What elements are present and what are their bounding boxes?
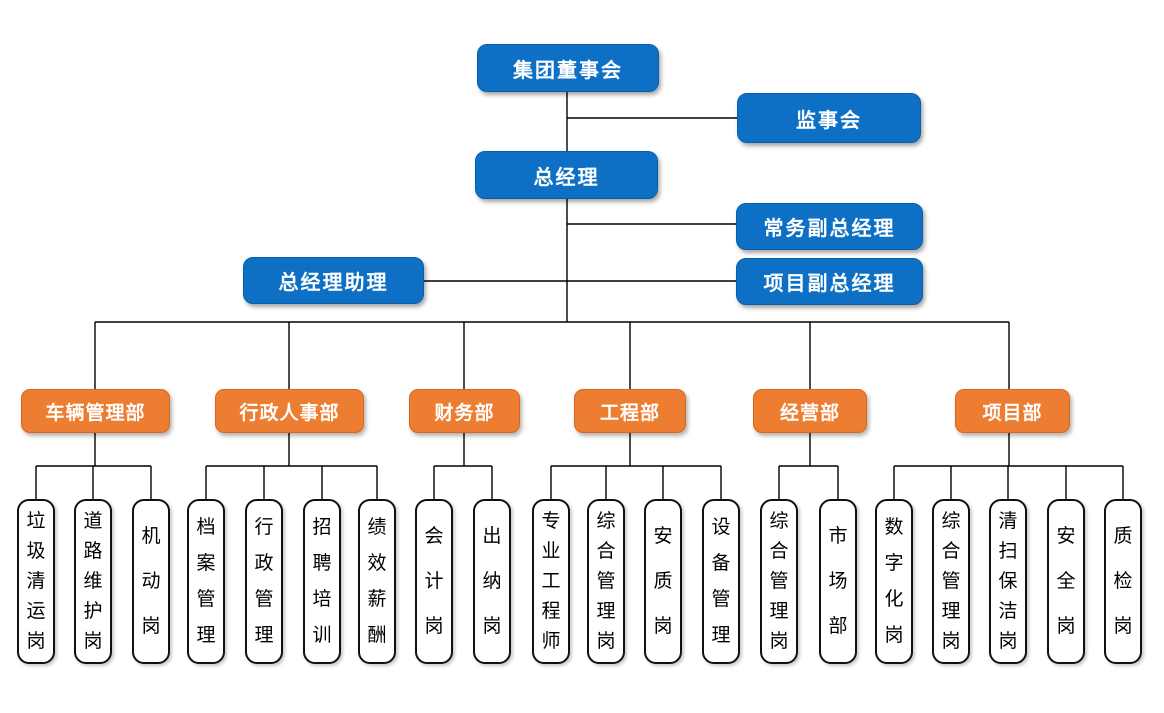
position-equipment-management-box: 设备管理 bbox=[702, 499, 740, 664]
position-admin-management-box: 行政管理 bbox=[245, 499, 283, 664]
position-general-management-ops-box: 综合管理岗 bbox=[760, 499, 798, 664]
position-market-dept-box: 市场部 bbox=[819, 499, 857, 664]
board-box: 集团董事会 bbox=[477, 44, 659, 92]
supervisory-board-box: 监事会 bbox=[737, 93, 921, 143]
position-performance-compensation-box: 绩效薪酬 bbox=[358, 499, 396, 664]
position-archives-management-box: 档案管理 bbox=[187, 499, 225, 664]
position-cleaning-box: 清扫保洁岗 bbox=[989, 499, 1027, 664]
general-manager-box: 总经理 bbox=[475, 151, 658, 199]
position-digitalization-box: 数字化岗 bbox=[875, 499, 913, 664]
executive-deputy-gm-box: 常务副总经理 bbox=[736, 203, 923, 250]
position-garbage-collection-box: 垃圾清运岗 bbox=[17, 499, 55, 664]
position-safety-quality-box: 安质岗 bbox=[644, 499, 682, 664]
position-cashier-box: 出纳岗 bbox=[473, 499, 511, 664]
dept-project-box: 项目部 bbox=[955, 389, 1070, 433]
position-recruitment-training-box: 招聘培训 bbox=[303, 499, 341, 664]
position-general-management-eng-box: 综合管理岗 bbox=[587, 499, 625, 664]
position-quality-inspection-box: 质检岗 bbox=[1104, 499, 1142, 664]
position-accounting-box: 会计岗 bbox=[415, 499, 453, 664]
dept-finance-box: 财务部 bbox=[409, 389, 520, 433]
dept-vehicle-management-box: 车辆管理部 bbox=[21, 389, 170, 433]
position-mobile-box: 机动岗 bbox=[132, 499, 170, 664]
gm-assistant-box: 总经理助理 bbox=[243, 257, 424, 304]
dept-operations-box: 经营部 bbox=[753, 389, 867, 433]
position-professional-engineer-box: 专业工程师 bbox=[532, 499, 570, 664]
dept-admin-hr-box: 行政人事部 bbox=[215, 389, 364, 433]
position-road-maintenance-box: 道路维护岗 bbox=[74, 499, 112, 664]
dept-engineering-box: 工程部 bbox=[574, 389, 686, 433]
position-safety-box: 安全岗 bbox=[1047, 499, 1085, 664]
position-general-management-proj-box: 综合管理岗 bbox=[932, 499, 970, 664]
project-deputy-gm-box: 项目副总经理 bbox=[736, 258, 923, 305]
